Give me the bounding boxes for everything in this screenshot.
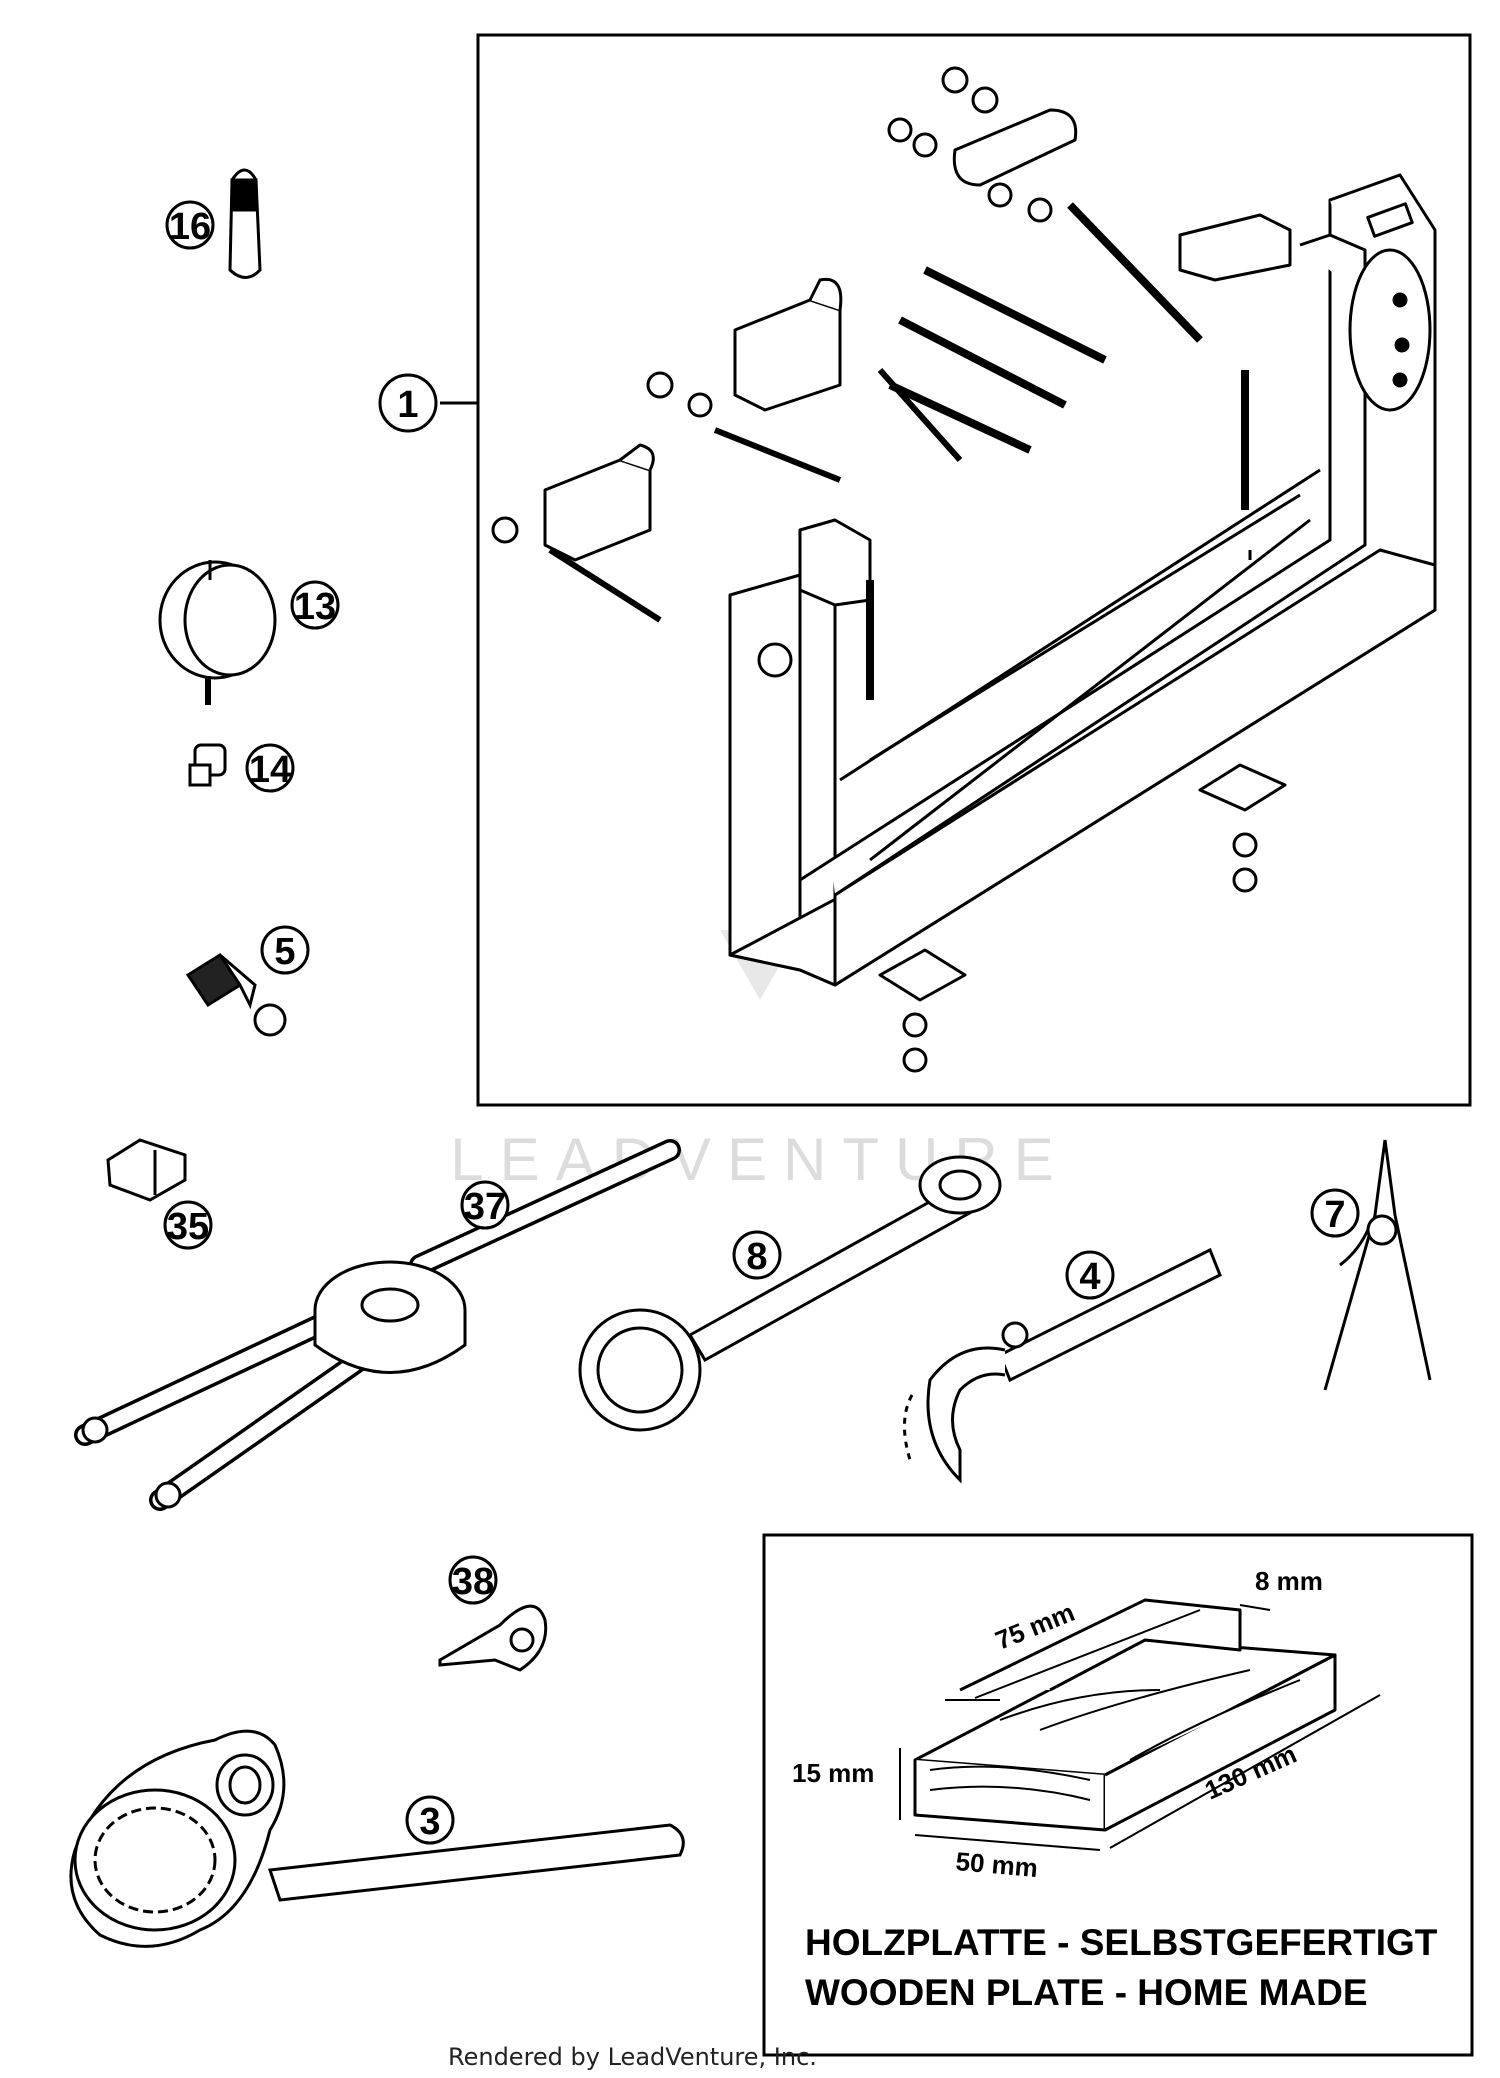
tool-3-drawing [69, 1729, 685, 1948]
svg-text:16: 16 [169, 206, 211, 248]
svg-text:8: 8 [746, 1236, 767, 1278]
dim-50mm: 50 mm [954, 1846, 1039, 1883]
callout-7: 7 [1310, 1188, 1360, 1238]
caption-german: HOLZPLATTE - SELBSTGEFERTIGT [805, 1922, 1438, 1963]
tool-5-drawing [185, 952, 287, 1037]
callout-5: 5 [260, 925, 310, 975]
callout-3: 3 [405, 1795, 455, 1845]
svg-text:4: 4 [1079, 1256, 1100, 1298]
callout-14: 14 [245, 743, 295, 793]
svg-text:37: 37 [464, 1186, 506, 1228]
render-credit: Rendered by LeadVenture, Inc. [448, 2043, 817, 2071]
svg-text:5: 5 [274, 931, 295, 973]
tool-8-drawing [578, 1155, 1002, 1432]
svg-text:3: 3 [419, 1801, 440, 1843]
tool-38-drawing [438, 1604, 548, 1672]
svg-text:13: 13 [294, 586, 336, 628]
tool-37-drawing [74, 1139, 681, 1511]
tool-14-drawing [188, 743, 227, 787]
tool-35-drawing [106, 1138, 187, 1202]
callout-38: 38 [448, 1555, 498, 1605]
dim-15mm: 15 mm [792, 1758, 874, 1788]
svg-text:38: 38 [452, 1561, 494, 1603]
callout-35: 35 [163, 1200, 213, 1250]
tool-4-drawing [902, 1247, 1222, 1484]
callout-8: 8 [732, 1230, 782, 1280]
tool-16-drawing [228, 168, 262, 279]
callout-1: 1 [378, 373, 438, 433]
caption-english: WOODEN PLATE - HOME MADE [805, 1972, 1368, 2013]
callout-4: 4 [1065, 1250, 1115, 1300]
svg-text:35: 35 [167, 1206, 209, 1248]
tool-7-drawing [1323, 1139, 1432, 1391]
tool-13-drawing [158, 560, 277, 705]
engine-stand-assembly [491, 66, 1437, 1073]
svg-text:14: 14 [249, 749, 291, 791]
callout-13: 13 [290, 580, 340, 630]
engine-stand-box [476, 33, 1472, 1107]
wooden-plate-drawing [899, 1598, 1381, 1851]
svg-text:1: 1 [397, 384, 418, 426]
callout-37: 37 [460, 1180, 510, 1230]
dim-8mm: 8 mm [1255, 1566, 1323, 1596]
svg-text:7: 7 [1324, 1194, 1345, 1236]
callout-16: 16 [165, 200, 215, 250]
